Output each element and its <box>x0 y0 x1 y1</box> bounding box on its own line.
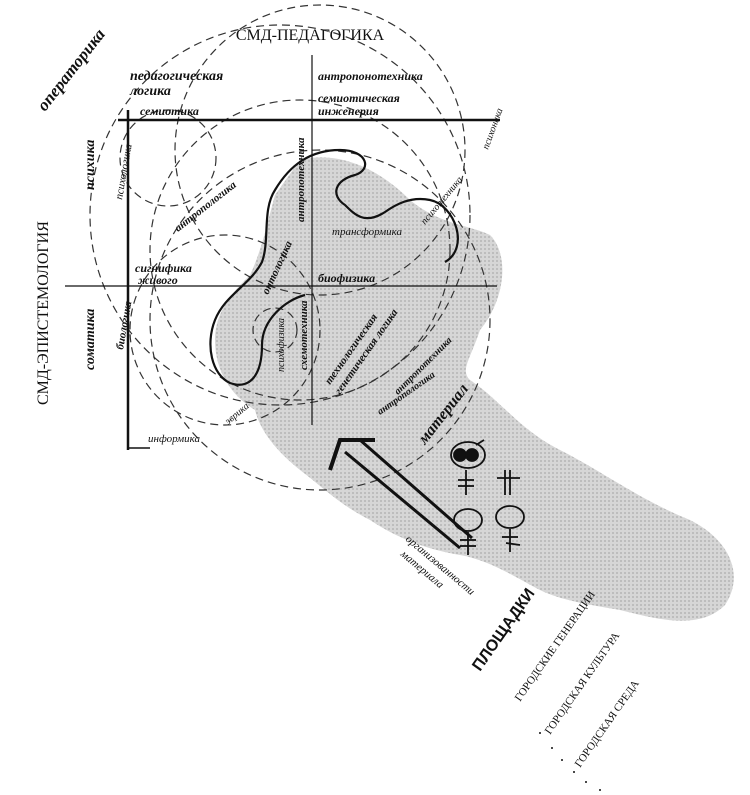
label-psihonika: психоника <box>480 107 505 151</box>
person-plain-icon <box>497 470 520 495</box>
label-sistemotehnika: схемотехника <box>298 300 310 370</box>
person-left-icon <box>453 508 483 555</box>
person-right-icon <box>495 505 525 552</box>
label-antroponotehnika: антропонотехника <box>318 69 423 83</box>
label-ped-logika-1: педагогическая <box>130 69 223 84</box>
label-semiotika: семиотика <box>140 104 199 118</box>
circle-bottom-big <box>149 149 491 491</box>
circle-center <box>149 99 451 401</box>
label-transformika: трансформика <box>332 226 403 238</box>
label-somatika: соматика <box>83 309 98 370</box>
title-smd-epistemologiya: СМД-ЭПИСТЕМОЛОГИЯ <box>35 221 52 405</box>
label-psihofizika: психофизика <box>276 318 287 372</box>
hook-curve <box>209 148 459 386</box>
label-psihologika: психологика <box>113 142 135 200</box>
label-signifika-2: живого <box>138 273 178 287</box>
label-informika: информика <box>148 433 200 445</box>
label-signifika-1: сигнифика <box>135 261 192 275</box>
label-semioticheskaya-1: семиотическая <box>318 91 400 105</box>
title-smd-pedagogika: СМД-ПЕДАГОГИКА <box>236 27 385 44</box>
people-figures <box>450 439 525 555</box>
dashed-circles <box>89 4 491 491</box>
label-antropotehnika: антропотехника <box>295 137 307 222</box>
grid-axes <box>65 55 500 450</box>
label-evrika: эврика <box>223 401 252 428</box>
circle-large-top <box>89 24 471 406</box>
label-semioticheskaya-2: инженерия <box>318 104 379 118</box>
circle-upper-mid <box>174 4 466 296</box>
label-ped-logika-2: логика <box>129 84 171 99</box>
label-biofizika: биофизика <box>318 271 375 285</box>
label-operatorika: операторика <box>33 25 109 115</box>
label-ploshchadki: ПЛОЩАДКИ <box>469 586 538 675</box>
circle-bottom-left <box>129 234 321 426</box>
circle-psihologika <box>119 109 217 207</box>
circle-small-mid <box>252 307 298 353</box>
person-glasses-icon <box>450 439 486 495</box>
shaded-material-region <box>215 157 734 621</box>
dotted-guides <box>539 732 601 791</box>
label-biologika: биологика <box>114 300 134 351</box>
label-psihika: психика <box>83 140 98 190</box>
